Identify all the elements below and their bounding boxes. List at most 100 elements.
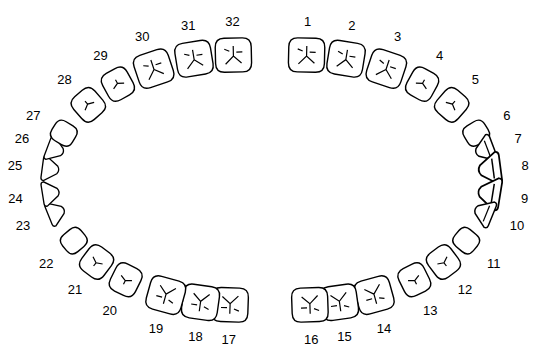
tooth bbox=[144, 274, 188, 316]
tooth bbox=[41, 156, 61, 183]
tooth-outline bbox=[403, 64, 442, 104]
tooth bbox=[470, 196, 497, 228]
tooth-outline bbox=[98, 64, 137, 104]
tooth-outline bbox=[215, 38, 252, 73]
tooth-groove bbox=[491, 184, 494, 204]
tooth-outline bbox=[325, 39, 366, 78]
tooth-number: 10 bbox=[510, 219, 524, 232]
tooth-outline bbox=[288, 38, 325, 73]
tooth-groove bbox=[190, 292, 210, 312]
tooth-groove bbox=[492, 159, 495, 179]
tooth-number: 7 bbox=[514, 131, 521, 144]
tooth bbox=[41, 180, 61, 207]
tooth-outline bbox=[395, 260, 433, 299]
tooth bbox=[450, 224, 483, 256]
tooth-outline bbox=[106, 260, 144, 299]
tooth-groove bbox=[118, 275, 132, 287]
tooth-number: 8 bbox=[521, 158, 528, 171]
tooth-groove bbox=[437, 257, 451, 270]
tooth-number: 32 bbox=[225, 15, 239, 28]
tooth bbox=[403, 64, 442, 104]
tooth-number: 12 bbox=[458, 283, 472, 296]
tooth-groove bbox=[297, 46, 315, 64]
tooth-number: 2 bbox=[348, 19, 355, 32]
tooth-number: 29 bbox=[93, 48, 107, 61]
tooth-groove bbox=[80, 97, 94, 110]
tooth-groove bbox=[110, 77, 124, 89]
tooth bbox=[423, 242, 463, 283]
tooth-outline bbox=[58, 224, 91, 256]
tooth-number: 13 bbox=[423, 304, 437, 317]
tooth-number: 1 bbox=[304, 15, 311, 28]
tooth bbox=[395, 260, 433, 299]
tooth-outline bbox=[423, 242, 463, 283]
tooth bbox=[215, 38, 252, 73]
tooth-outline bbox=[48, 118, 80, 149]
tooth-number: 28 bbox=[57, 73, 71, 86]
tooth-number: 11 bbox=[487, 256, 501, 269]
tooth-groove bbox=[363, 284, 385, 306]
tooth-outline bbox=[131, 47, 176, 91]
tooth-outline bbox=[470, 196, 497, 228]
tooth bbox=[48, 118, 80, 149]
tooth-groove bbox=[484, 141, 490, 157]
tooth-outline bbox=[144, 274, 188, 316]
tooth-groove bbox=[155, 284, 177, 306]
tooth-number: 23 bbox=[16, 219, 30, 232]
tooth-number: 22 bbox=[39, 256, 53, 269]
tooth bbox=[325, 39, 366, 78]
tooth bbox=[431, 84, 472, 125]
tooth-number: 17 bbox=[222, 332, 236, 345]
tooth bbox=[58, 224, 91, 256]
tooth-groove bbox=[221, 295, 240, 314]
tooth-number: 30 bbox=[135, 30, 149, 43]
tooth-groove bbox=[89, 257, 103, 270]
tooth-number: 19 bbox=[149, 321, 163, 334]
tooth-number: 6 bbox=[503, 109, 510, 122]
tooth-number: 26 bbox=[15, 131, 29, 144]
tooth-number: 4 bbox=[436, 48, 443, 61]
tooth-outline bbox=[450, 224, 483, 256]
tooth-groove bbox=[301, 295, 320, 314]
tooth-number: 27 bbox=[26, 109, 40, 122]
tooth bbox=[98, 64, 137, 104]
tooth-groove bbox=[483, 206, 489, 222]
tooth-number: 9 bbox=[521, 192, 528, 205]
tooth-groove bbox=[416, 77, 430, 89]
tooth-number: 24 bbox=[8, 192, 22, 205]
tooth-number: 31 bbox=[181, 19, 195, 32]
tooth-outline bbox=[431, 84, 472, 125]
tooth-number: 18 bbox=[188, 329, 202, 342]
tooth bbox=[364, 47, 409, 91]
tooth-groove bbox=[224, 46, 242, 64]
tooth-number: 14 bbox=[377, 321, 391, 334]
tooth-groove bbox=[446, 97, 460, 110]
tooth-number: 3 bbox=[394, 30, 401, 43]
tooth-number: 16 bbox=[304, 332, 318, 345]
tooth-groove bbox=[184, 48, 205, 69]
tooth-number: 15 bbox=[337, 329, 351, 342]
tooth-outline bbox=[364, 47, 409, 91]
tooth-outline bbox=[41, 156, 61, 183]
tooth-number: 25 bbox=[8, 158, 22, 171]
tooth bbox=[68, 84, 109, 125]
tooth-groove bbox=[408, 275, 422, 287]
tooth bbox=[106, 260, 144, 299]
tooth-groove bbox=[142, 57, 165, 80]
tooth-number: 21 bbox=[68, 283, 82, 296]
tooth bbox=[173, 39, 214, 78]
tooth-outline bbox=[173, 39, 214, 78]
tooth bbox=[288, 38, 325, 73]
tooth bbox=[131, 47, 176, 91]
tooth-number: 20 bbox=[102, 304, 116, 317]
tooth-groove bbox=[375, 57, 398, 80]
tooth-outline bbox=[41, 180, 61, 207]
tooth-number: 5 bbox=[472, 73, 479, 86]
tooth-outline bbox=[68, 84, 109, 125]
tooth-outline bbox=[291, 287, 328, 322]
tooth-groove bbox=[336, 48, 357, 69]
tooth bbox=[291, 287, 328, 322]
tooth-groove bbox=[329, 292, 349, 312]
